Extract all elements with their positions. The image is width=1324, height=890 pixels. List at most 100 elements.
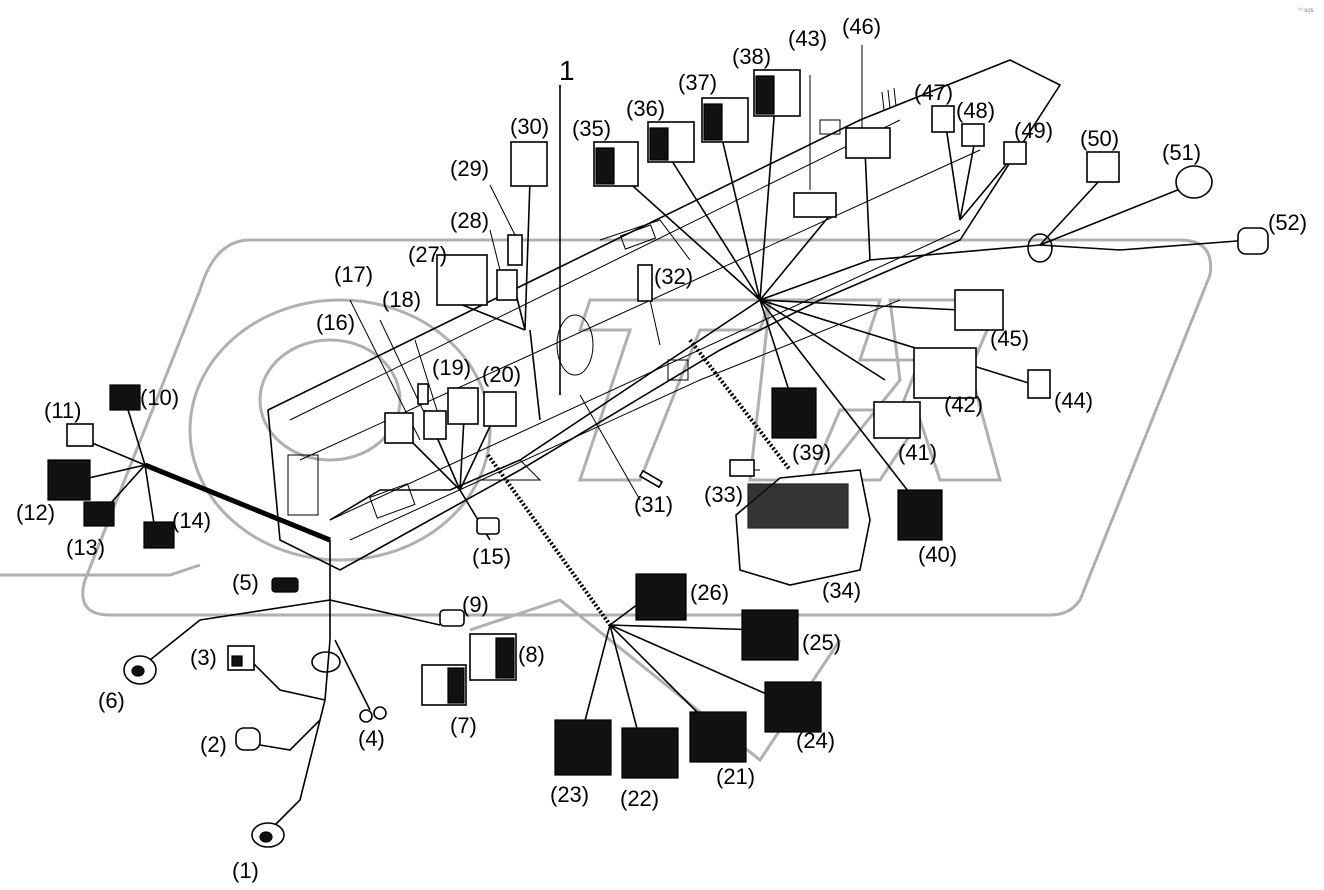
main-harness-label: 1: [559, 55, 575, 86]
callout-28: (28): [450, 208, 489, 233]
connector-21: [689, 711, 747, 763]
connector-45: [954, 289, 1004, 331]
connector-42: [913, 347, 977, 399]
connector-26: [635, 573, 687, 621]
connector-51: [1175, 165, 1213, 199]
connector-3: [227, 645, 255, 671]
callout-38: (38): [732, 44, 771, 69]
callout-7: (7): [450, 713, 477, 738]
connector-6: [123, 655, 157, 685]
connector-35: [593, 141, 639, 187]
connector-36: [647, 121, 695, 163]
callout-41: (41): [898, 440, 937, 465]
connector-14: [143, 521, 175, 549]
connector-2: [235, 727, 261, 751]
connector-22: [621, 727, 679, 779]
callout-10: (10): [140, 385, 179, 410]
callout-27: (27): [408, 242, 447, 267]
connector-44: [1027, 369, 1051, 399]
connector-18: [423, 410, 447, 440]
connector-34: [735, 469, 871, 586]
callout-36: (36): [626, 96, 665, 121]
callout-14: (14): [172, 508, 211, 533]
callout-49: (49): [1014, 118, 1053, 143]
callout-22: (22): [620, 786, 659, 811]
callout-8: (8): [518, 642, 545, 667]
callout-34: (34): [822, 578, 861, 603]
callout-40: (40): [918, 542, 957, 567]
connector-17: [417, 383, 429, 405]
callout-31: (31): [634, 492, 673, 517]
connector-32: [637, 264, 653, 302]
callout-labels: 1 °ⁿ sos (1) (2) (3) (4) (5) (6) (7) (8)…: [16, 7, 1314, 883]
watermark-logo: [0, 238, 1213, 763]
connector-31: [638, 469, 664, 489]
callout-26: (26): [690, 580, 729, 605]
callout-15: (15): [472, 544, 511, 569]
connector-37: [701, 97, 749, 143]
connector-12: [47, 459, 91, 501]
grommet-right: [1027, 233, 1053, 263]
connector-11: [66, 423, 94, 447]
callout-18: (18): [382, 287, 421, 312]
connector-48: [961, 123, 985, 147]
callout-46: (46): [842, 14, 881, 39]
callout-25: (25): [802, 630, 841, 655]
connector-47: [931, 105, 955, 133]
callout-32: (32): [654, 264, 693, 289]
callout-16: (16): [316, 310, 355, 335]
callout-19: (19): [432, 355, 471, 380]
callout-44: (44): [1054, 388, 1093, 413]
connector-46: [845, 127, 891, 159]
connector-7: [421, 664, 467, 706]
connector-25: [741, 609, 799, 661]
callout-52: (52): [1268, 210, 1307, 235]
callout-42: (42): [944, 392, 983, 417]
callout-43: (43): [788, 26, 827, 51]
callout-1: (1): [232, 858, 259, 883]
callout-4: (4): [358, 726, 385, 751]
callout-48: (48): [956, 98, 995, 123]
connector-30: [510, 141, 548, 187]
connector-15: [476, 517, 500, 535]
callout-2: (2): [200, 732, 227, 757]
connector-43: [793, 192, 837, 218]
callout-37: (37): [678, 70, 717, 95]
callout-11: (11): [44, 398, 82, 423]
connector-29: [507, 234, 523, 266]
grommet-left: [311, 651, 341, 673]
connector-20: [483, 391, 517, 427]
connector-49: [1003, 141, 1027, 165]
connector-1: [251, 822, 285, 848]
callout-45: (45): [990, 326, 1029, 351]
callout-50: (50): [1080, 126, 1119, 151]
connector-27: [436, 254, 488, 306]
harness-wires: [79, 85, 1251, 831]
callout-29: (29): [450, 156, 489, 181]
connector-24: [764, 681, 822, 733]
connector-39: [771, 387, 817, 439]
connector-13: [83, 501, 115, 527]
callout-3: (3): [190, 645, 217, 670]
connector-33: [729, 459, 755, 477]
callout-35: (35): [572, 116, 611, 141]
callout-20: (20): [482, 362, 521, 387]
connector-23: [554, 719, 612, 776]
callout-21: (21): [716, 764, 755, 789]
connector-19: [447, 387, 479, 425]
connector-16: [384, 412, 414, 444]
callout-17: (17): [334, 262, 373, 287]
callout-33: (33): [704, 482, 743, 507]
callout-5: (5): [232, 570, 259, 595]
connector-50: [1086, 151, 1120, 183]
callout-51: (51): [1162, 140, 1201, 165]
callout-23: (23): [550, 782, 589, 807]
connector-10: [109, 384, 141, 411]
connector-4: [359, 706, 387, 723]
connectors: [47, 69, 1269, 848]
callout-24: (24): [796, 728, 835, 753]
callout-47: (47): [914, 80, 953, 105]
callout-6: (6): [98, 688, 125, 713]
callout-9: (9): [462, 592, 489, 617]
connector-52: [1237, 227, 1269, 255]
